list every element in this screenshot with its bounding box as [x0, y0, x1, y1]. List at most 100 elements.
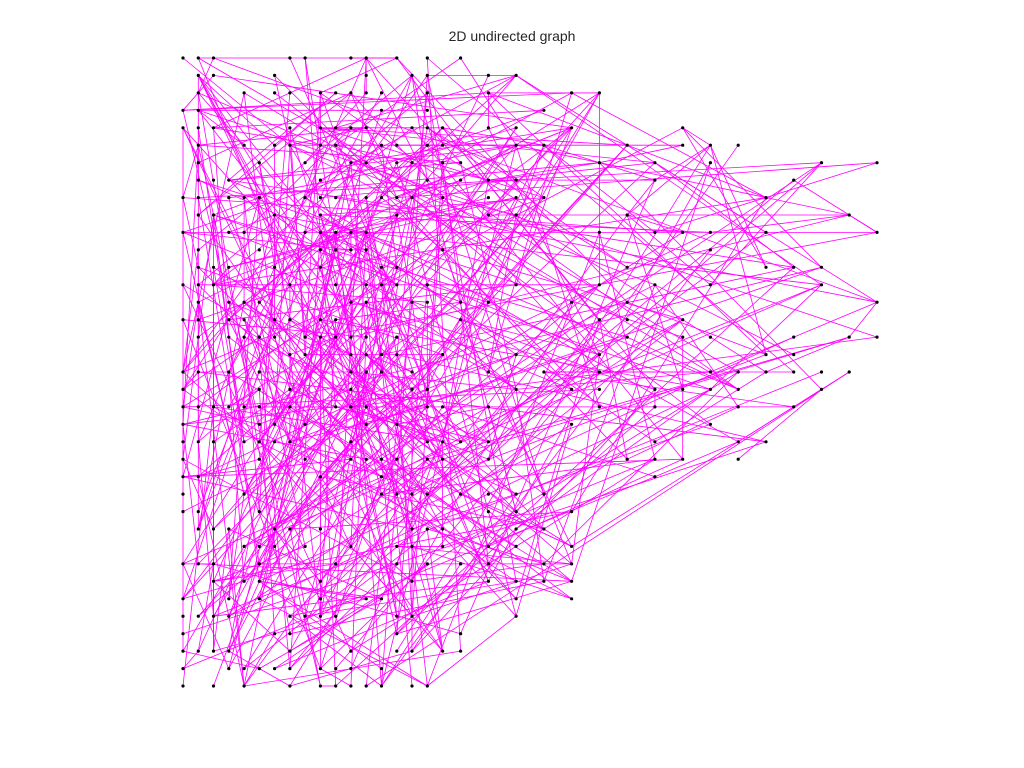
graph-node	[364, 126, 368, 130]
graph-edge	[289, 563, 398, 669]
graph-node	[514, 614, 518, 618]
graph-edge	[320, 476, 443, 652]
graph-node	[542, 562, 546, 566]
graph-edge	[289, 458, 428, 687]
graph-node	[227, 265, 231, 269]
graph-edge	[320, 546, 413, 617]
graph-edge	[182, 109, 545, 233]
graph-node	[181, 475, 185, 479]
graph-node	[257, 457, 261, 461]
graph-node	[288, 56, 292, 60]
graph-edge	[320, 127, 545, 198]
graph-node	[514, 73, 518, 77]
graph-node	[395, 213, 399, 217]
graph-node	[625, 265, 629, 269]
graph-node	[196, 614, 200, 618]
graph-node	[318, 318, 322, 322]
graph-edge	[182, 302, 199, 407]
graph-edge	[442, 162, 461, 303]
graph-node	[597, 91, 602, 95]
graph-edge	[258, 337, 321, 599]
graph-node	[196, 56, 200, 60]
graph-node	[211, 527, 216, 531]
graph-edge	[488, 214, 517, 373]
graph-edge	[197, 476, 245, 687]
graph-edge	[198, 144, 461, 164]
graph-node	[288, 387, 292, 391]
graph-node	[441, 544, 445, 549]
graph-edge	[258, 75, 489, 565]
graph-edge	[197, 284, 367, 652]
graph-edge	[626, 179, 656, 216]
graph-node	[486, 73, 490, 77]
graph-node	[425, 108, 429, 112]
graph-node	[334, 614, 338, 618]
graph-node	[410, 544, 414, 549]
graph-edge	[411, 197, 517, 286]
graph-edge	[213, 389, 291, 443]
graph-node	[459, 178, 463, 182]
graph-node	[486, 510, 490, 514]
graph-node	[441, 527, 445, 531]
graph-edge	[197, 302, 245, 687]
graph-node	[196, 510, 200, 514]
graph-node	[597, 353, 602, 357]
graph-node	[196, 300, 200, 304]
graph-edge	[228, 162, 461, 181]
graph-node	[242, 684, 246, 688]
graph-node	[653, 178, 657, 182]
graph-node	[334, 667, 338, 671]
graph-edge	[654, 144, 711, 181]
graph-edge	[197, 563, 214, 652]
graph-edge	[197, 92, 337, 251]
graph-node	[425, 387, 429, 391]
graph-edge	[197, 57, 291, 285]
graph-edge	[381, 458, 655, 495]
graph-node	[364, 161, 368, 165]
graph-edge	[350, 92, 600, 373]
graph-edge	[197, 75, 443, 530]
graph-edge	[543, 371, 739, 565]
graph-edge	[381, 145, 398, 268]
graph-node	[542, 108, 546, 112]
graph-edge	[381, 197, 443, 251]
graph-edge	[213, 563, 260, 687]
graph-edge	[320, 249, 337, 407]
graph-edge	[198, 389, 260, 443]
graph-edge	[488, 458, 683, 547]
graph-node	[349, 649, 353, 653]
graph-edge	[335, 232, 352, 355]
graph-edge	[213, 284, 428, 303]
graph-node	[349, 230, 353, 234]
graph-edge	[350, 336, 398, 408]
graph-node	[273, 632, 277, 636]
graph-edge	[274, 92, 336, 146]
graph-edge	[599, 144, 683, 164]
graph-edge	[411, 563, 544, 582]
graph-node	[514, 213, 518, 217]
graph-edge	[515, 127, 572, 216]
graph-edge	[228, 284, 517, 321]
graph-node	[181, 667, 185, 671]
graph-edge	[213, 528, 230, 652]
graph-edge	[396, 214, 413, 303]
graph-edge	[182, 127, 545, 530]
graph-node	[211, 649, 216, 653]
graph-node	[242, 579, 246, 583]
graph-node	[379, 475, 384, 479]
graph-edge	[289, 144, 628, 321]
graph-node	[441, 440, 445, 444]
graph-edge	[848, 301, 878, 338]
graph-node	[792, 353, 796, 357]
graph-edge	[381, 493, 544, 530]
graph-edge	[335, 75, 413, 338]
graph-node	[257, 248, 261, 252]
graph-edge	[213, 109, 544, 129]
graph-edge	[182, 389, 260, 443]
graph-node	[318, 91, 322, 95]
graph-edge	[571, 354, 600, 564]
graph-node	[764, 370, 768, 374]
graph-edge	[289, 145, 306, 338]
graph-node	[379, 370, 384, 374]
graph-node	[318, 667, 322, 671]
